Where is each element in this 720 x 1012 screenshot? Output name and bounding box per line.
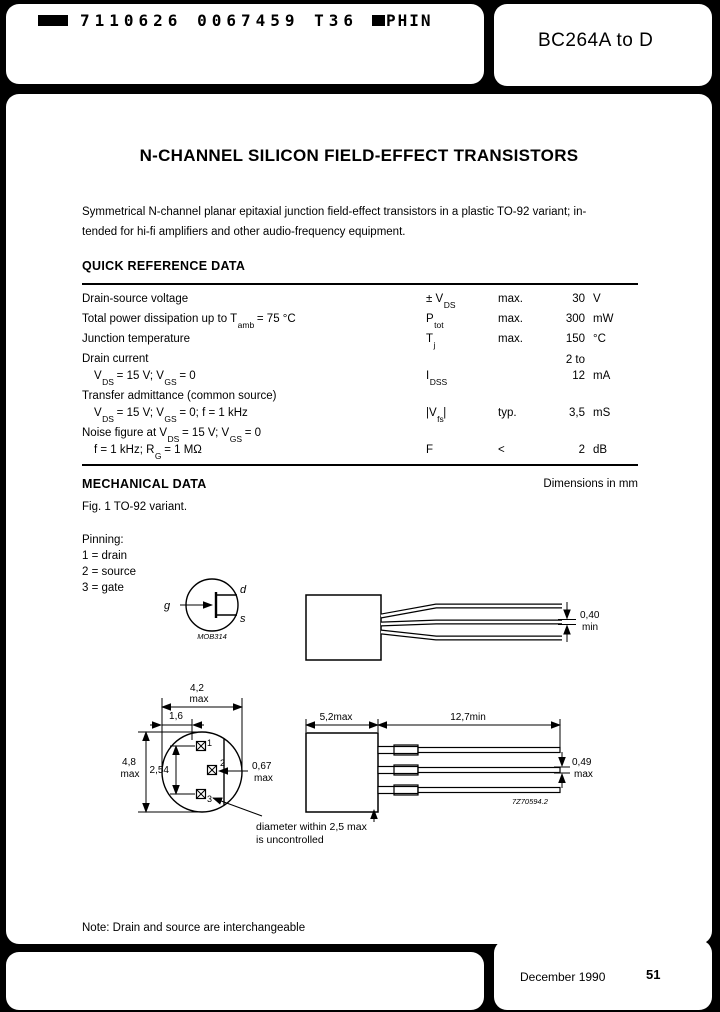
qrd-unit-label: dB — [593, 444, 608, 456]
qrd-value: 300 — [565, 313, 585, 325]
qrd-description: Drain-source voltage — [82, 293, 189, 305]
qrd-unit-label: °C — [593, 333, 606, 345]
qrd-unit-label: mA — [593, 370, 611, 382]
pin-number-1: 1 — [207, 738, 212, 748]
qrd-unit-label: V — [593, 293, 601, 305]
pin-function: 3 = gate — [82, 582, 124, 594]
barcode-mark-icon — [372, 15, 386, 26]
qrd-value: 2 — [578, 444, 585, 456]
intro-line: Symmetrical N-channel planar epitaxial j… — [82, 206, 587, 218]
qrd-symbol: Ptot — [426, 313, 444, 330]
qrd-qualifier: max. — [498, 313, 523, 325]
qrd-symbol: Tj — [426, 333, 436, 350]
header-right-panel: BC264A to D — [494, 4, 712, 86]
symbol-drawing-code: MOB314 — [197, 632, 227, 641]
qrd-qualifier: < — [498, 444, 505, 456]
package-leads — [377, 744, 561, 796]
dim-body-height-value: 4,8 — [122, 757, 136, 768]
qrd-row: Transfer admittance (common source)VDS =… — [82, 388, 638, 424]
qrd-qualifier: typ. — [498, 407, 517, 419]
barcode-text: 7110626 0067459 T36 — [80, 11, 359, 30]
horizontal-rule — [82, 283, 638, 285]
qrd-table: Drain-source voltage ± VDS max. 30 V Total po… — [82, 291, 638, 462]
pin-function: 2 = source — [82, 566, 137, 578]
dim-lead-min-qual: min — [582, 622, 598, 633]
dim-body-length: 5,2max — [320, 712, 353, 723]
mechanical-data-heading: MECHANICAL DATA — [82, 477, 207, 491]
qrd-symbol: |Vfs| — [426, 407, 447, 424]
footer-date: December 1990 — [520, 970, 606, 984]
qrd-row: Drain-source voltage ± VDS max. 30 V — [82, 291, 638, 310]
diameter-note-line: is uncontrolled — [256, 834, 324, 846]
qrd-row: Total power dissipation up to Tamb = 75 … — [82, 311, 638, 330]
qrd-value: 2 to 12 — [565, 354, 585, 382]
pin-pads — [195, 740, 218, 800]
pin-number-3: 3 — [207, 794, 212, 804]
main-page: N-CHANNEL SILICON FIELD-EFFECT TRANSISTO… — [6, 94, 712, 944]
gate-label: g — [164, 600, 171, 612]
dim-body-width-value: 4,2 — [190, 683, 204, 694]
header-left-panel: 7110626 0067459 T36 PHIN — [6, 4, 484, 84]
page-title: N-CHANNEL SILICON FIELD-EFFECT TRANSISTO… — [139, 146, 579, 165]
dim-pin-width-value: 0,67 — [252, 761, 272, 772]
dim-body-height-qual: max — [121, 769, 140, 780]
intro-paragraph: Symmetrical N-channel planar epitaxial j… — [82, 202, 652, 242]
qrd-symbol: ± VDS — [426, 293, 456, 310]
source-label: s — [240, 613, 246, 625]
qrd-value: 3,5 — [569, 407, 585, 419]
manufacturer-code: PHIN — [386, 11, 433, 30]
horizontal-rule — [82, 464, 638, 466]
qrd-unit-label: mW — [593, 313, 614, 325]
dim-lead-width-qual: max — [574, 769, 593, 780]
package-side-view-drawing: 5,2max 12,7min 0,49 max 7Z70594.2 — [305, 712, 593, 822]
footer-page-number: 51 — [646, 967, 661, 982]
footnote: Note: Drain and source are interchangeab… — [82, 922, 306, 934]
package-drawing-code: 7Z70594.2 — [512, 797, 549, 806]
mechanical-drawings: g d s MOB314 0,40 min — [121, 578, 600, 846]
barcode-bar-icon — [38, 15, 68, 26]
dim-pin-offset: 1,6 — [169, 711, 183, 722]
pinning-title: Pinning: — [82, 534, 124, 546]
dim-pin-pitch: 2,54 — [150, 765, 170, 776]
dimensions-note: Dimensions in mm — [543, 478, 638, 490]
diameter-note-line: diameter within 2,5 max — [256, 821, 368, 833]
drain-label: d — [240, 584, 247, 596]
qrd-qualifier: max. — [498, 293, 523, 305]
barcode-line: 7110626 0067459 T36 PHIN — [38, 11, 484, 30]
dim-lead-length: 12,7min — [450, 712, 486, 723]
qrd-symbol: IDSS — [426, 370, 448, 387]
transistor-symbol-drawing: g d s MOB314 — [164, 578, 247, 641]
qrd-unit-label: mS — [593, 407, 611, 419]
figure-caption: Fig. 1 TO-92 variant. — [82, 501, 188, 513]
dim-lead-width-value: 0,49 — [572, 757, 592, 768]
qrd-symbol: F — [426, 444, 434, 456]
package-top-view-drawing: 0,40 min — [305, 594, 600, 661]
footer-right-panel: December 1990 51 — [494, 940, 712, 1010]
dim-pin-width-qual: max — [254, 773, 273, 784]
dim-lead-min-value: 0,40 — [580, 610, 600, 621]
qrd-value: 150 — [565, 333, 585, 345]
footer-left-panel — [6, 952, 484, 1010]
qrd-qualifier: max. — [498, 333, 523, 345]
pin-function: 1 = drain — [82, 550, 128, 562]
qrd-description: Transfer admittance (common source)VDS =… — [82, 390, 277, 424]
quick-reference-heading: QUICK REFERENCE DATA — [82, 259, 246, 273]
qrd-description: Junction temperature — [82, 333, 191, 345]
dim-body-width-qual: max — [190, 694, 209, 705]
qrd-value: 30 — [572, 293, 585, 305]
intro-line: tended for hi-fi amplifiers and other au… — [82, 226, 406, 238]
qrd-row: Junction temperature Tj max. 150 °C — [82, 331, 638, 350]
qrd-description: Total power dissipation up to Tamb = 75 … — [82, 313, 296, 330]
pin-number-2: 2 — [220, 758, 225, 768]
part-number: BC264A to D — [538, 30, 654, 51]
package-front-view-drawing: 1 2 3 4,2 max 1,6 4,8 max 2,5 — [121, 683, 273, 817]
pinning-list: Pinning: 1 = drain 2 = source 3 = gate — [82, 532, 136, 596]
